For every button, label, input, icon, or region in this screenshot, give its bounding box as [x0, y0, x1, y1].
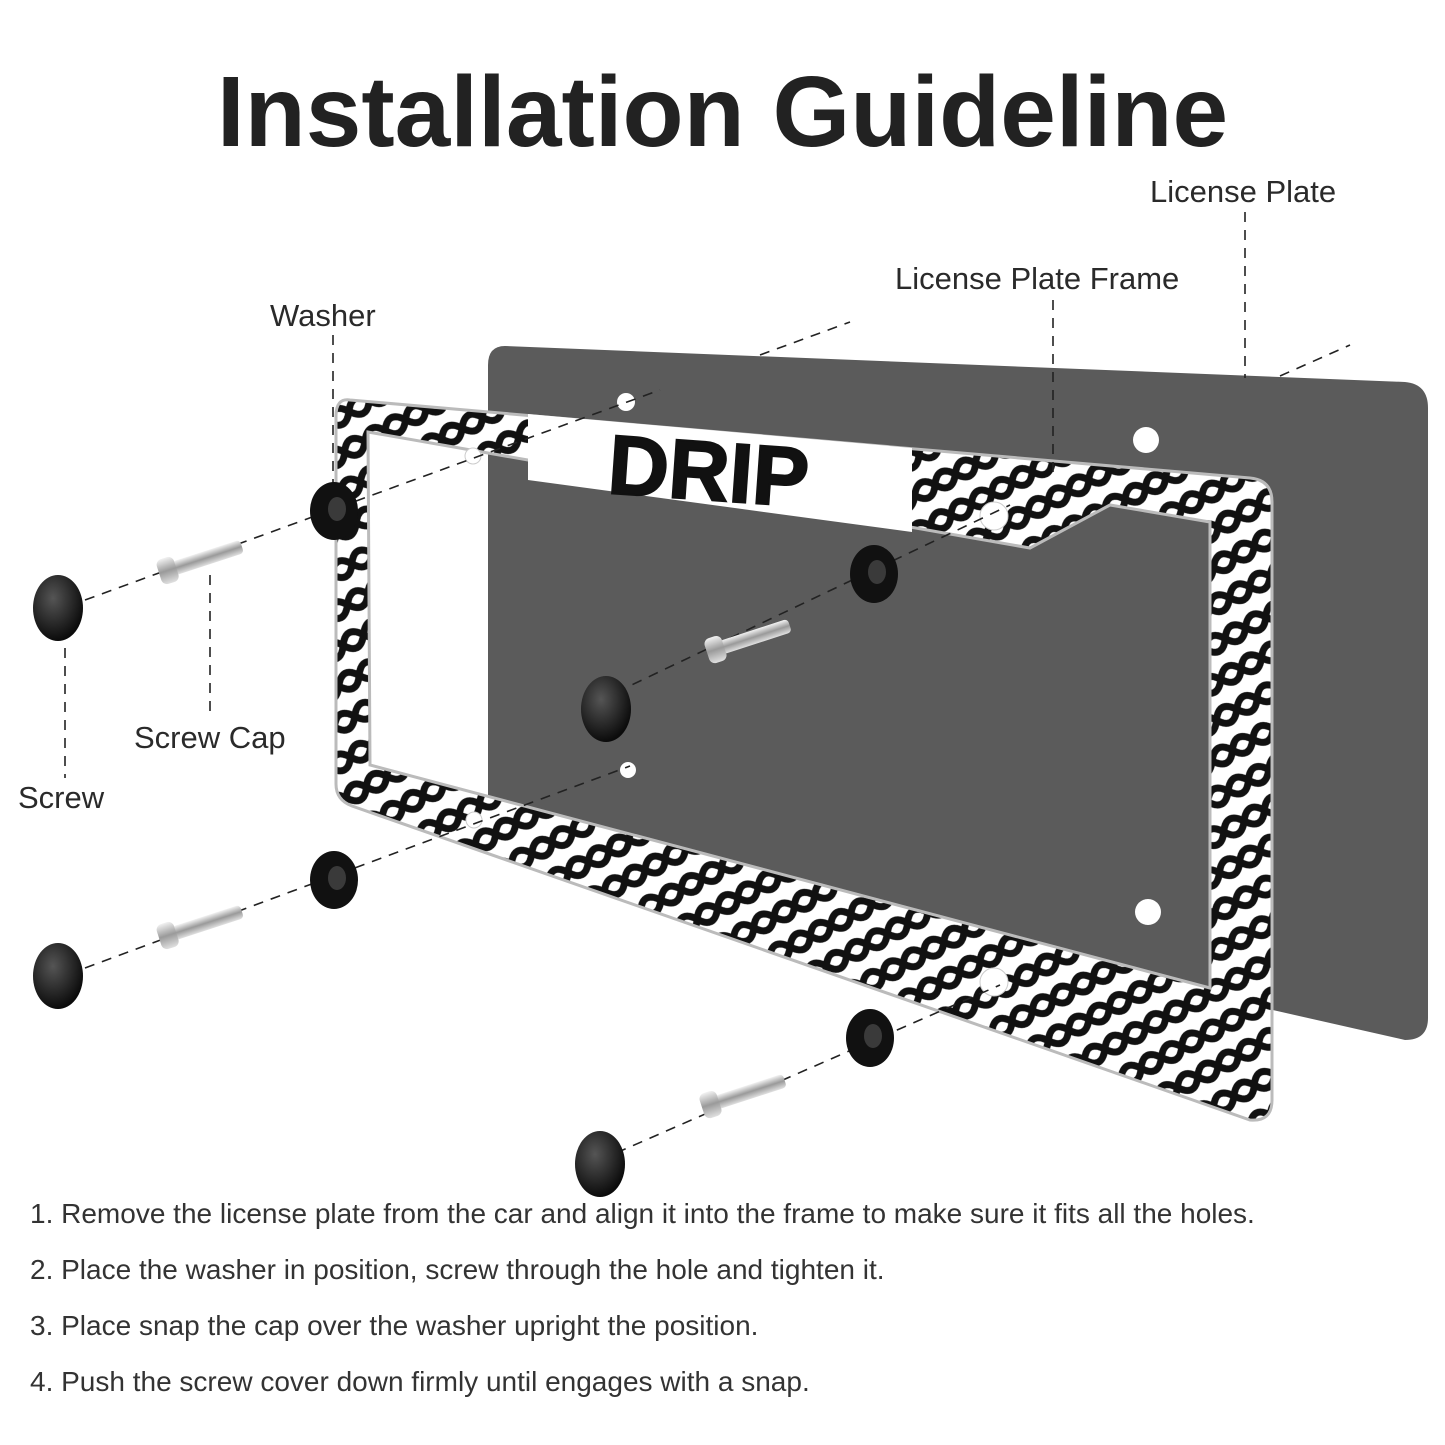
- screw-cap: [581, 676, 631, 742]
- label-license-plate-frame: License Plate Frame: [895, 261, 1180, 296]
- hardware-set-bottom-right: [575, 1009, 894, 1197]
- hardware-set-top-left: [33, 482, 358, 641]
- screw: [156, 905, 243, 950]
- frame-hole: [465, 811, 483, 829]
- screw: [704, 619, 791, 664]
- license-plate-frame: [334, 398, 1274, 1122]
- screw: [699, 1074, 786, 1119]
- frame-hole: [979, 501, 1009, 531]
- label-screw-cap: Screw Cap: [134, 720, 286, 755]
- frame-name-panel: [528, 414, 912, 532]
- washer-hole: [868, 560, 886, 584]
- hardware-set-bottom-left: [33, 851, 358, 1009]
- instruction-steps: 1. Remove the license plate from the car…: [30, 1200, 1440, 1424]
- hardware-set-middle: [581, 545, 898, 742]
- washer-hole: [864, 1024, 882, 1048]
- screw-cap: [33, 943, 83, 1009]
- screw: [156, 540, 243, 585]
- plate-hole: [1135, 899, 1161, 925]
- washer-hole: [328, 866, 346, 890]
- label-washer: Washer: [270, 298, 376, 333]
- washer-hole: [328, 497, 346, 521]
- screw-cap: [33, 575, 83, 641]
- step-item: 3. Place snap the cap over the washer up…: [30, 1310, 759, 1341]
- label-license-plate: License Plate: [1150, 174, 1337, 209]
- label-screw: Screw: [18, 780, 105, 815]
- step-item: 1. Remove the license plate from the car…: [30, 1198, 1255, 1229]
- frame-hole: [979, 967, 1009, 997]
- plate-hole: [620, 762, 636, 778]
- frame-name-text: DRIP: [605, 417, 812, 525]
- page-title: Installation Guideline: [216, 56, 1229, 168]
- screw-cap: [575, 1131, 625, 1197]
- plate-hole: [1133, 427, 1159, 453]
- step-item: 2. Place the washer in position, screw t…: [30, 1254, 885, 1285]
- step-item: 4. Push the screw cover down firmly unti…: [30, 1366, 810, 1397]
